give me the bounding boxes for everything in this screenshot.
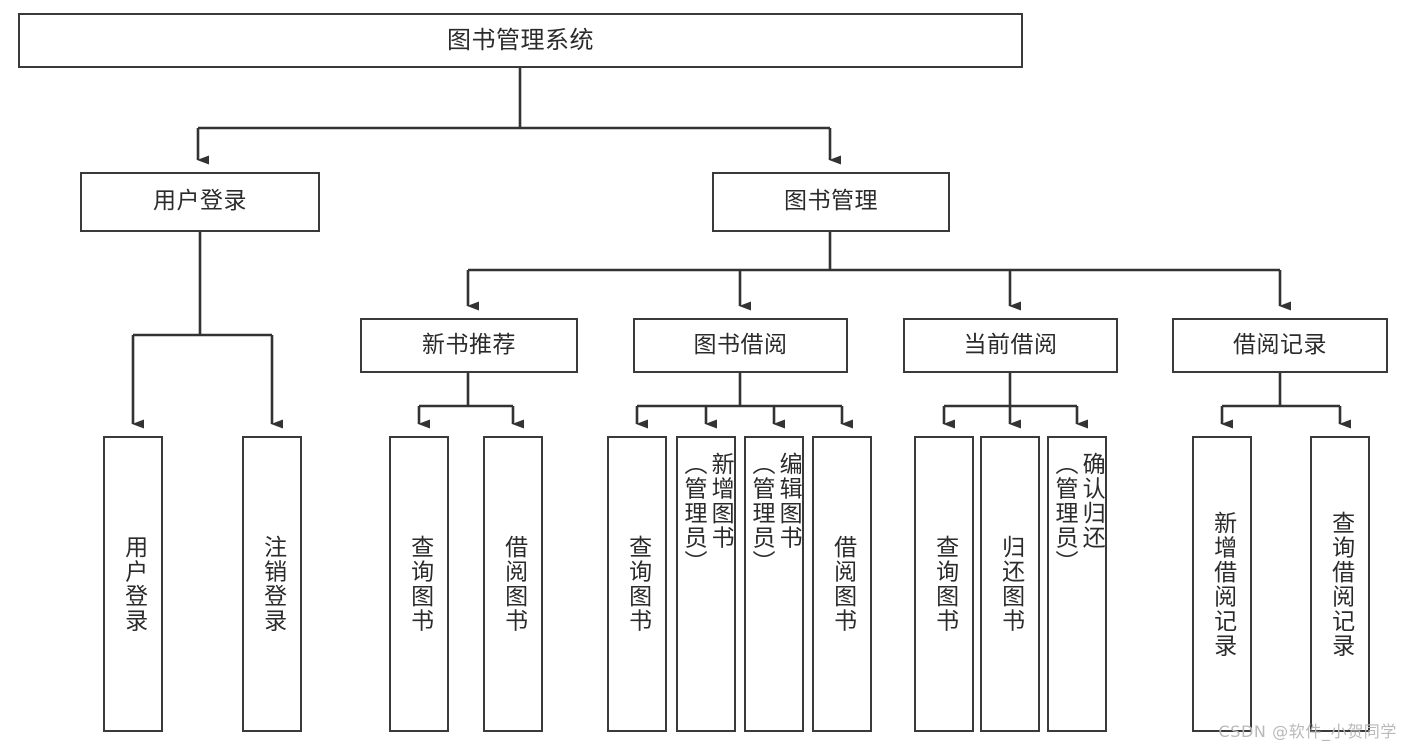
node-leaf-edit-book-admin[interactable]: 编辑图书 （管理员） <box>744 436 804 732</box>
node-book-manage[interactable]: 图书管理 <box>712 172 950 232</box>
node-borrow-record[interactable]: 借阅记录 <box>1172 318 1388 373</box>
node-label: 注销登录 <box>259 535 286 633</box>
node-root-system[interactable]: 图书管理系统 <box>18 13 1023 68</box>
node-leaf-query-book-borrow[interactable]: 查询图书 <box>607 436 667 732</box>
node-leaf-borrow-book-borrow[interactable]: 借阅图书 <box>812 436 872 732</box>
node-label: 查询借阅记录 <box>1327 510 1354 658</box>
node-label: 归还图书 <box>997 535 1024 633</box>
node-label: 用户登录 <box>120 535 147 633</box>
node-label: 借阅记录 <box>1233 331 1327 358</box>
node-leaf-return-book[interactable]: 归还图书 <box>980 436 1040 732</box>
node-leaf-add-book-admin[interactable]: 新增图书 （管理员） <box>676 436 736 732</box>
node-label: 当前借阅 <box>963 331 1058 358</box>
node-label: 查询图书 <box>931 535 958 633</box>
node-label: 图书借阅 <box>693 331 788 358</box>
node-user-login[interactable]: 用户登录 <box>80 172 320 232</box>
node-leaf-query-book-current[interactable]: 查询图书 <box>914 436 974 732</box>
node-label: 编辑图书 （管理员） <box>748 452 802 575</box>
node-leaf-confirm-return-admin[interactable]: 确认归还 （管理员） <box>1047 436 1107 732</box>
node-label: 借阅图书 <box>829 535 856 633</box>
node-label: 新增借阅记录 <box>1209 510 1236 658</box>
node-label: 新书推荐 <box>422 331 516 358</box>
watermark-text: CSDN @软件_小贺同学 <box>1218 722 1397 741</box>
node-label: 查询图书 <box>624 535 651 633</box>
node-label: 查询图书 <box>406 535 433 633</box>
node-label: 图书管理 <box>784 188 878 215</box>
node-label: 新增图书 （管理员） <box>680 452 734 575</box>
node-leaf-logout[interactable]: 注销登录 <box>242 436 302 732</box>
node-leaf-borrow-book-recommend[interactable]: 借阅图书 <box>483 436 543 732</box>
node-book-borrow[interactable]: 图书借阅 <box>633 318 848 373</box>
node-new-book-recommend[interactable]: 新书推荐 <box>360 318 578 373</box>
node-leaf-query-borrow-record[interactable]: 查询借阅记录 <box>1310 436 1370 732</box>
node-current-borrow[interactable]: 当前借阅 <box>903 318 1118 373</box>
node-label: 借阅图书 <box>500 535 527 633</box>
node-label: 确认归还 （管理员） <box>1051 452 1105 575</box>
node-label: 图书管理系统 <box>447 26 594 55</box>
node-leaf-add-borrow-record[interactable]: 新增借阅记录 <box>1192 436 1252 732</box>
node-leaf-user-login[interactable]: 用户登录 <box>103 436 163 732</box>
node-leaf-query-book-recommend[interactable]: 查询图书 <box>389 436 449 732</box>
node-label: 用户登录 <box>153 188 247 215</box>
